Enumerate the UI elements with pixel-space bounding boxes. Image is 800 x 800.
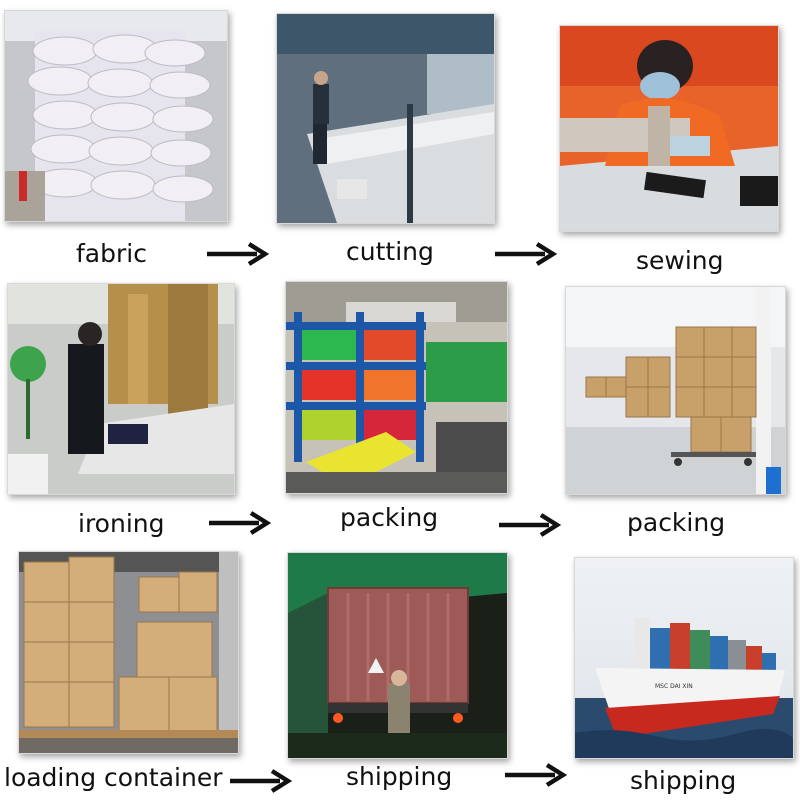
photo-sewing bbox=[559, 25, 779, 232]
arrow-right-icon bbox=[230, 769, 292, 793]
photo-shipping-vessel: MSC DAI XIN bbox=[574, 557, 794, 759]
label-fabric: fabric bbox=[76, 239, 147, 268]
arrow-right-icon bbox=[209, 511, 271, 535]
photo-loading-container bbox=[18, 551, 239, 754]
arrow-right-icon bbox=[495, 242, 557, 266]
label-cutting: cutting bbox=[346, 237, 434, 266]
label-shipping-2: shipping bbox=[630, 766, 737, 795]
arrow-right-icon bbox=[207, 242, 269, 266]
label-shipping-1: shipping bbox=[346, 762, 453, 791]
label-loading-container: loading container bbox=[4, 763, 223, 792]
photo-ironing bbox=[7, 283, 235, 495]
arrow-right-icon bbox=[499, 513, 561, 537]
label-packing-2: packing bbox=[627, 508, 726, 537]
label-sewing: sewing bbox=[636, 246, 724, 275]
ship-hull-text: MSC DAI XIN bbox=[655, 683, 693, 690]
photo-fabric bbox=[4, 10, 228, 222]
label-packing-1: packing bbox=[340, 503, 439, 532]
photo-packing-cartons bbox=[565, 286, 786, 495]
label-ironing: ironing bbox=[78, 509, 165, 538]
photo-cutting bbox=[276, 13, 495, 224]
arrow-right-icon bbox=[505, 763, 567, 787]
photo-shipping-truck bbox=[287, 552, 508, 759]
photo-packing-shelves bbox=[285, 281, 508, 494]
